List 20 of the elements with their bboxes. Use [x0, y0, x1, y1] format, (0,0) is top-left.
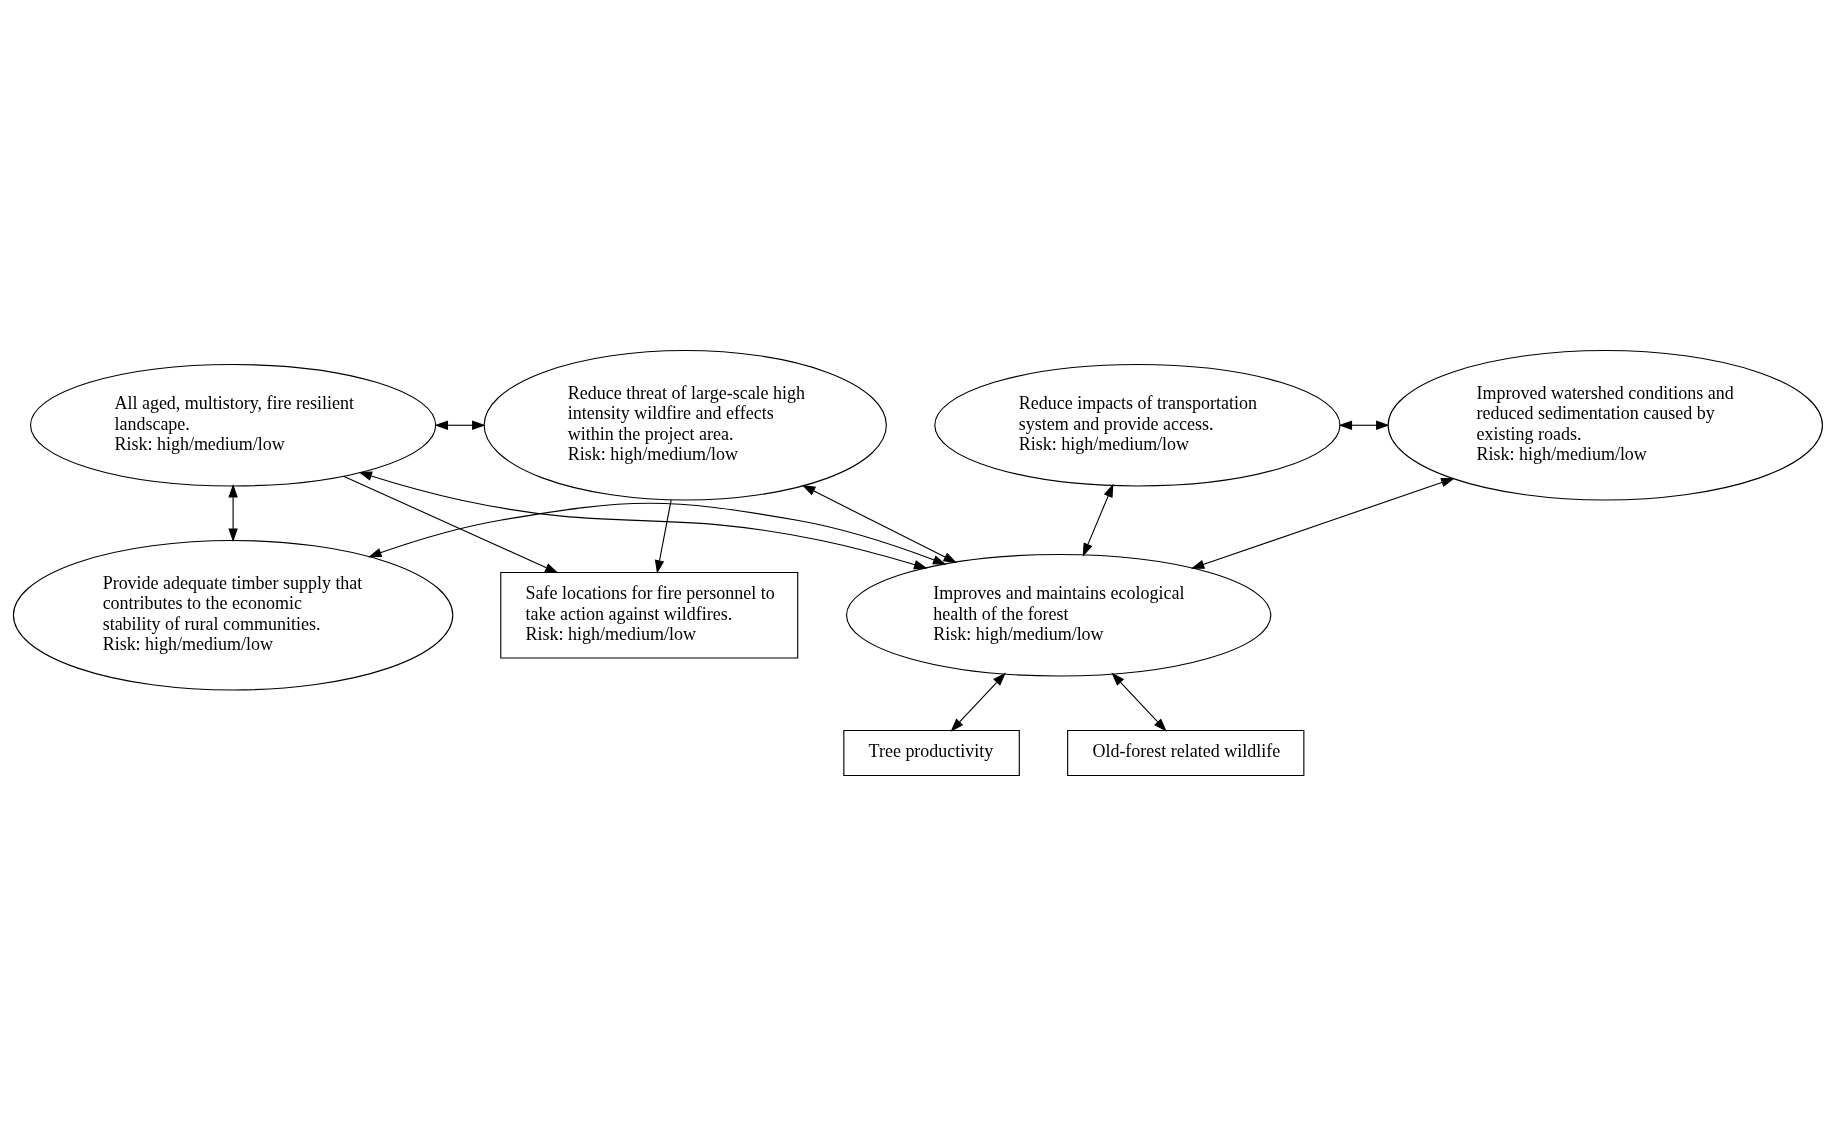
arrow — [228, 483, 238, 542]
arrow — [1338, 420, 1390, 430]
arrow — [801, 484, 957, 563]
node-ellipse: All aged, multistory, fire resilient landscape. Risk: high/medium/low — [29, 363, 437, 487]
arrow — [1082, 483, 1114, 557]
node-box: Safe locations for fire personnel to take action against wildfires. Risk: high/medium/low — [500, 571, 799, 659]
arrow — [654, 499, 672, 574]
arrow — [950, 672, 1006, 732]
node-ellipse: Reduce impacts of transportation system and provide access. Risk: high/medium/low — [934, 363, 1341, 487]
arrow — [342, 475, 559, 573]
arrow — [1111, 672, 1167, 732]
node-ellipse: Provide adequate timber supply that contributes to the economic stability of rural communities. Risk: high/medium/low — [12, 539, 454, 691]
arrow — [358, 471, 928, 569]
node-box: Old-forest related wildlife — [1067, 729, 1305, 776]
node-ellipse: Improved watershed conditions and reduced sedimentation caused by existing roads. Risk: high/medium/low — [1387, 349, 1823, 501]
node-ellipse: Reduce threat of large-scale high intensity wildfire and effects within the project area. Risk: high/medium/low — [483, 349, 887, 501]
node-box: Tree productivity — [843, 729, 1020, 776]
arrow — [434, 420, 486, 430]
arrow — [368, 502, 947, 565]
arrow — [1190, 477, 1455, 569]
